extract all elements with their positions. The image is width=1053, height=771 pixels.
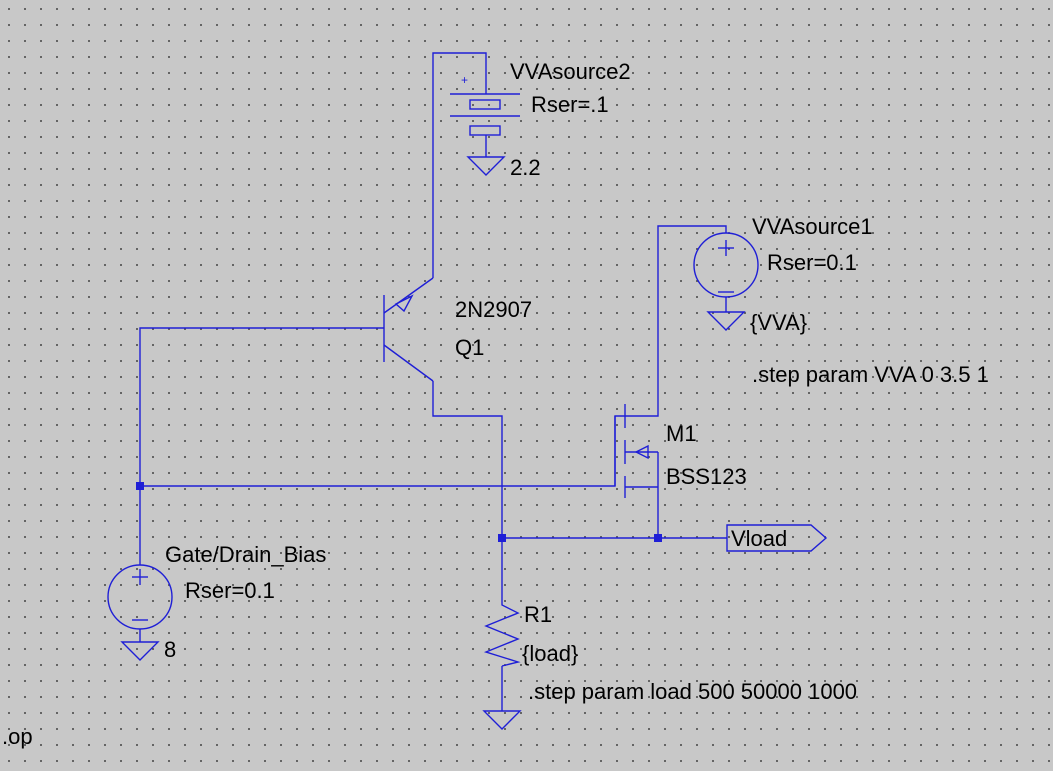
op-directive[interactable]: .op <box>2 724 33 749</box>
resistor-r1[interactable] <box>483 600 521 667</box>
m1-model: BSS123 <box>666 464 747 489</box>
voltage-source-gate-drain-bias[interactable] <box>107 564 173 661</box>
battery-vvasource2[interactable]: + <box>450 73 520 176</box>
bias-value: 8 <box>164 637 176 662</box>
wire-q1-collector-to-r1[interactable] <box>432 381 503 600</box>
voltage-source-vvasource1[interactable] <box>693 232 759 331</box>
q1-name: Q1 <box>455 335 484 360</box>
net-label-vload[interactable]: Vload <box>726 524 828 552</box>
vvasource2-value: 2.2 <box>510 155 541 180</box>
m1-name: M1 <box>666 421 697 446</box>
r1-name: R1 <box>524 602 552 627</box>
junction-gate <box>136 482 144 490</box>
wires <box>139 52 727 711</box>
ground-symbol-bias <box>120 641 160 661</box>
wire-q1-base-to-bias[interactable] <box>139 327 384 565</box>
step-load-directive[interactable]: .step param load 500 50000 1000 <box>528 679 857 704</box>
q1-model: 2N2907 <box>455 297 532 322</box>
svg-text:+: + <box>461 73 468 87</box>
step-vva-directive[interactable]: .step param VVA 0 3.5 1 <box>752 362 989 387</box>
ground-symbol-r1 <box>482 710 522 730</box>
junction-r1-top <box>498 534 506 542</box>
ground-symbol-vvasource2 <box>466 156 506 176</box>
transistor-q1[interactable] <box>383 277 434 382</box>
vvasource2-name: VVAsource2 <box>510 59 631 84</box>
junctions <box>136 482 662 542</box>
vload-label: Vload <box>731 526 787 551</box>
wire-vvasource1-to-drain[interactable] <box>625 225 727 417</box>
vvasource1-name: VVAsource1 <box>752 214 873 239</box>
wire-gate-node[interactable] <box>140 415 625 487</box>
ground-symbol-vvasource1 <box>706 311 746 331</box>
wire-vvasource2-to-q1-emitter[interactable] <box>432 52 487 278</box>
vvasource1-rser: Rser=0.1 <box>767 250 857 275</box>
bias-rser: Rser=0.1 <box>185 578 275 603</box>
vvasource2-rser: Rser=.1 <box>531 92 609 117</box>
bias-name: Gate/Drain_Bias <box>165 542 326 567</box>
junction-source <box>654 534 662 542</box>
vvasource1-value: {VVA} <box>750 310 807 335</box>
mosfet-m1[interactable] <box>614 404 658 498</box>
r1-value: {load} <box>522 641 578 666</box>
